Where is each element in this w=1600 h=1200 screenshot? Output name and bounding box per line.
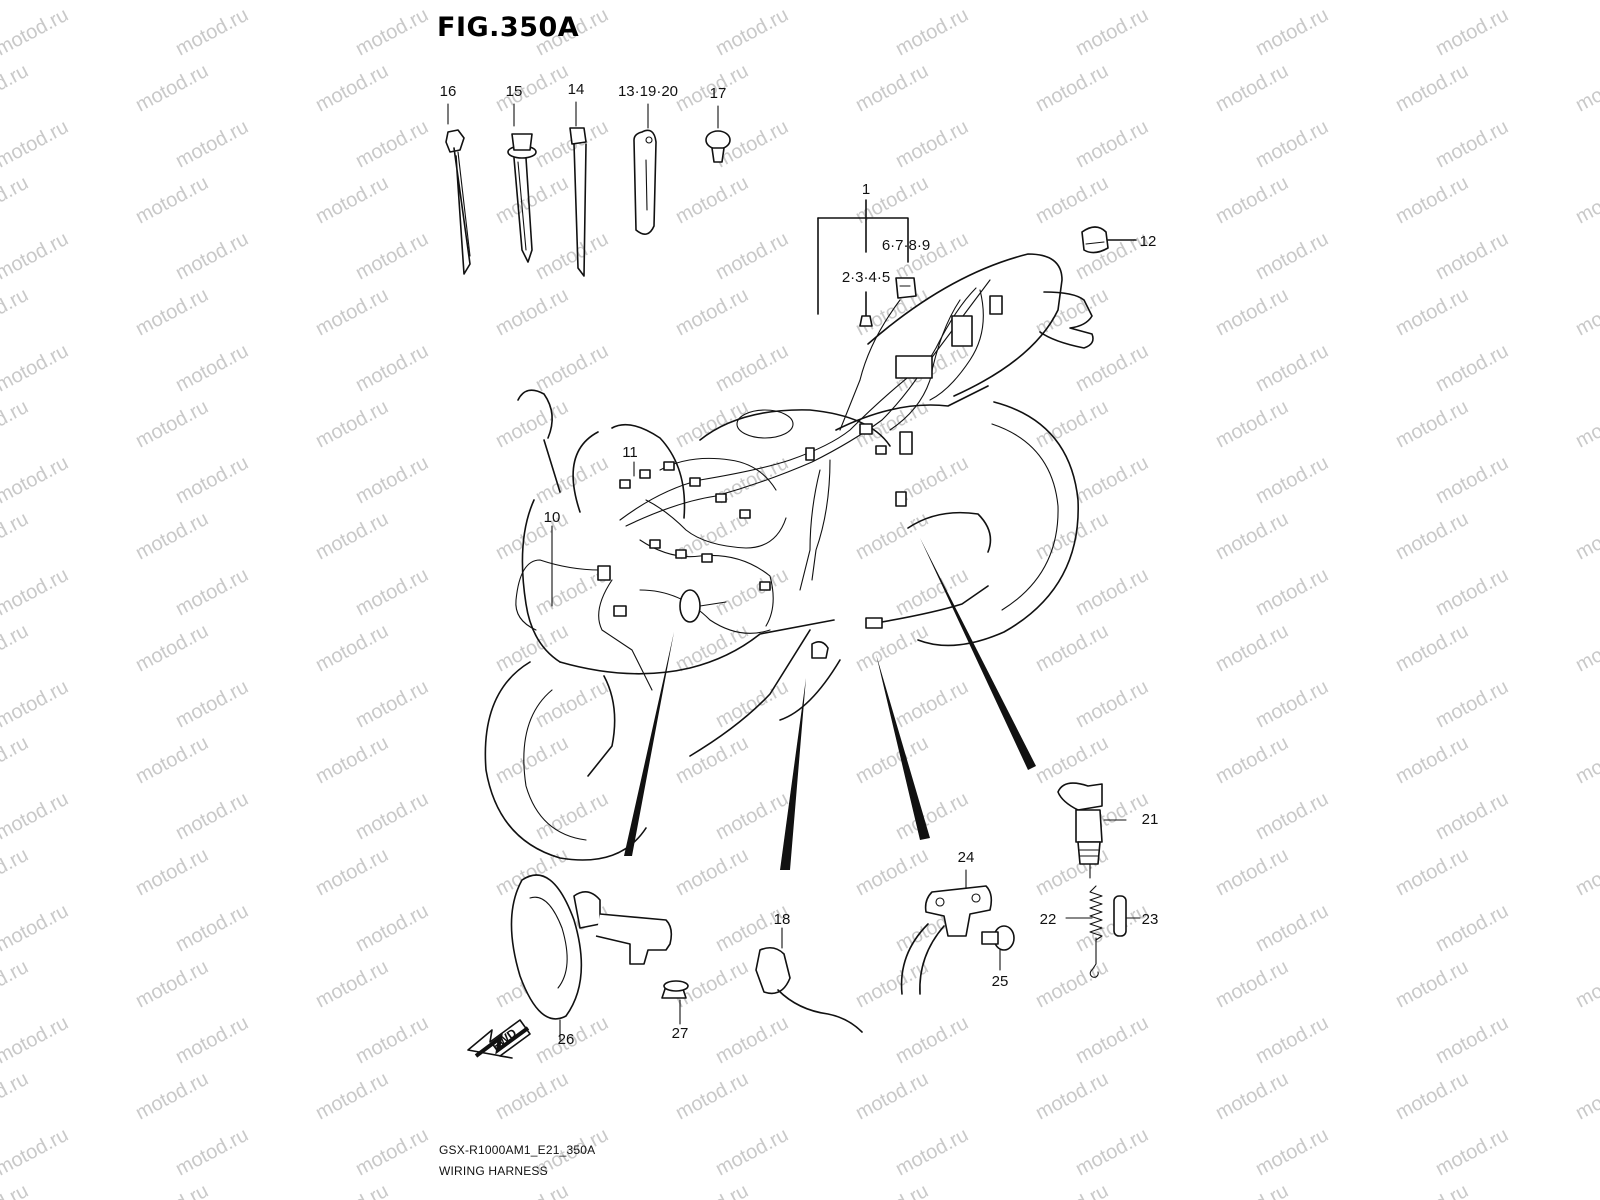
- figure-title: FIG.350A: [437, 12, 580, 43]
- callout-22: 22: [1040, 911, 1057, 928]
- part-26-horn: [510, 874, 673, 1041]
- part-18-sensor: [755, 927, 863, 1033]
- section-name-caption: WIRING HARNESS: [439, 1164, 548, 1178]
- leader-lines: [447, 101, 719, 607]
- callout-23: 23: [1142, 911, 1159, 928]
- callout-10: 10: [544, 509, 561, 526]
- callout-15: 15: [506, 83, 523, 100]
- callout-12: 12: [1140, 233, 1157, 250]
- part-15-clip-tie: [507, 133, 537, 263]
- callouts: 16 15 14 13·19·20 17 1 6·7·8·9 2·3·4·5 1…: [440, 81, 1159, 1048]
- callout-2-5: 2·3·4·5: [842, 269, 890, 286]
- model-code-caption: GSX-R1000AM1_E21_350A: [439, 1143, 596, 1157]
- callout-18: 18: [774, 911, 791, 928]
- harness-connectors: [597, 295, 1003, 617]
- fwd-arrow: FWD: [467, 1019, 531, 1059]
- part-23-pin: [1113, 895, 1141, 937]
- relay-group: [817, 199, 917, 327]
- callout-6-9: 6·7·8·9: [882, 237, 930, 254]
- callout-27: 27: [672, 1025, 689, 1042]
- part-13-19-20-clamp: [633, 129, 657, 235]
- part-16-cable-tie: [445, 129, 471, 275]
- callout-16: 16: [440, 83, 457, 100]
- part-24-switch: [900, 869, 993, 995]
- motorcycle-outline: [484, 253, 1094, 861]
- part-21-switch: [1057, 782, 1127, 879]
- part-14-long-tie: [569, 127, 587, 277]
- callout-17: 17: [710, 85, 727, 102]
- callout-14: 14: [568, 81, 585, 98]
- part-25-bolt: [981, 925, 1015, 971]
- part-17-push-clip: [705, 130, 731, 163]
- pointer-wedges: [624, 538, 1036, 870]
- part-22-spring: [1065, 885, 1103, 978]
- part-12-clip: [1081, 226, 1137, 254]
- callout-21: 21: [1142, 811, 1159, 828]
- callout-1: 1: [862, 181, 870, 198]
- callout-26: 26: [558, 1031, 575, 1048]
- callout-24: 24: [958, 849, 975, 866]
- part-27-bolt: [661, 980, 689, 1025]
- callout-13-19-20: 13·19·20: [618, 83, 678, 100]
- callout-11: 11: [622, 444, 638, 461]
- callout-25: 25: [992, 973, 1009, 990]
- harness-wiring: [515, 279, 1003, 691]
